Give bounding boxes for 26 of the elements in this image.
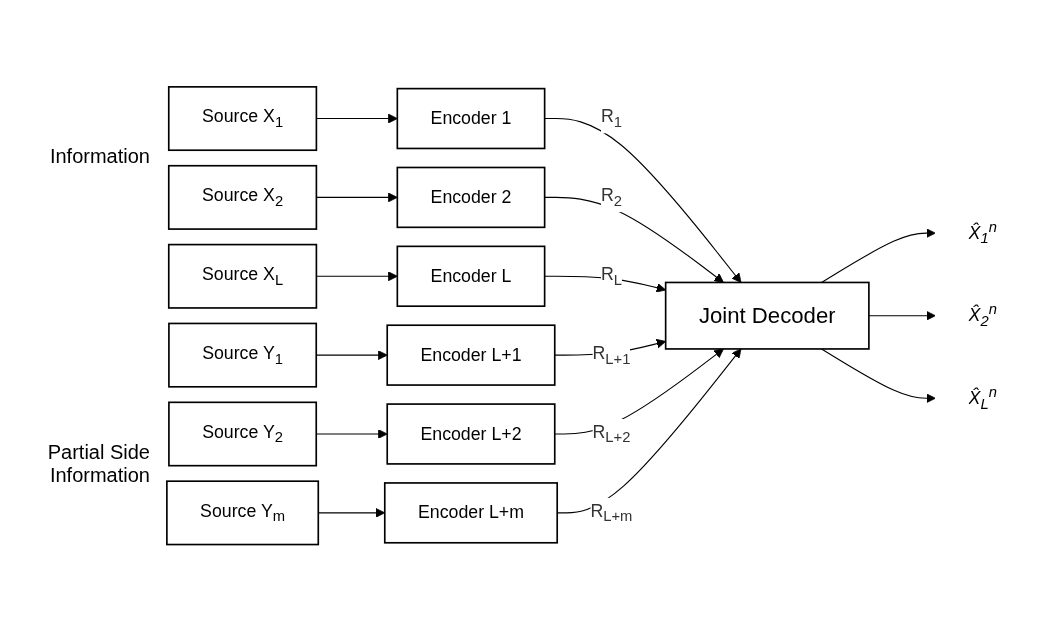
node-box: Source X$_{1}$ [167, 86, 318, 152]
node-box: Encoder 1 [396, 88, 546, 150]
arrow [821, 228, 936, 284]
node-box: Source Y$_{2}$ [168, 401, 318, 467]
group-label: Partial Side Information [46, 441, 151, 488]
node-box: Source Y$_{m}$ [166, 480, 320, 546]
arrow [821, 348, 936, 404]
node-box: Encoder 2 [396, 166, 546, 229]
edge-label: R$_{L+2}$ [592, 422, 631, 447]
node-box: Source X$_{L}$ [167, 244, 318, 310]
node-box: Source X$_{2}$ [167, 165, 318, 231]
node-box: Source Y$_{1}$ [168, 322, 318, 388]
arrow [544, 118, 742, 284]
node-box: Encoder L+1 [386, 324, 556, 387]
edge-label: R$_{2}$ [600, 185, 622, 210]
node-box: Encoder L+m [383, 482, 559, 544]
group-label: Information [48, 144, 151, 168]
node-box: Joint Decoder [664, 281, 870, 351]
node-box: Encoder L+2 [386, 403, 556, 466]
arrow [544, 197, 724, 284]
edge-label: R$_{L+1}$ [592, 343, 631, 368]
arrow [868, 311, 936, 321]
edge-label: R$_{L}$ [600, 264, 622, 289]
node-box: Encoder L [396, 245, 546, 308]
edge-label: R$_{L+m}$ [590, 501, 633, 525]
edge-label: R$_{1}$ [600, 107, 622, 131]
